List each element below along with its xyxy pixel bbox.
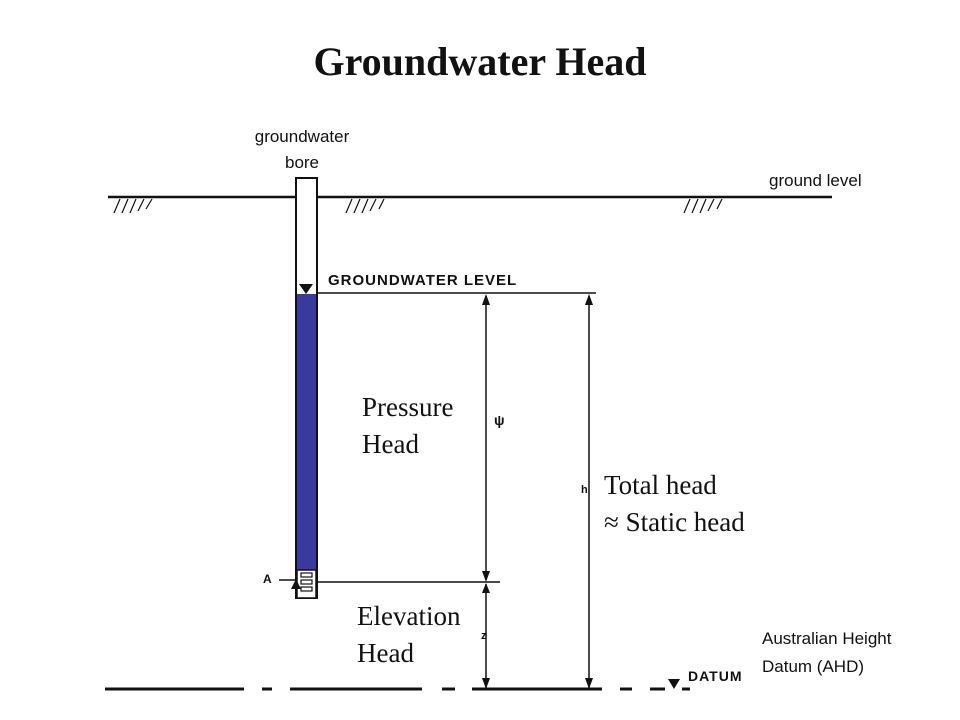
bore-label: groundwater bore: [254, 127, 350, 172]
pressure-head-arrow-top: [482, 294, 490, 305]
total-head-arrow-top: [585, 294, 593, 305]
diagram-title: Groundwater Head: [313, 39, 647, 84]
z-symbol: z: [481, 630, 487, 642]
ground-level-label: ground level: [769, 171, 862, 190]
groundwater-level-label: GROUNDWATER LEVEL: [328, 272, 518, 289]
psi-symbol: ψ: [494, 412, 505, 428]
bore-screen: [296, 569, 317, 599]
h-symbol: h: [581, 484, 588, 496]
point-a-label: A: [263, 572, 272, 586]
pressure-head-arrow-bottom: [482, 571, 490, 582]
water-level-marker-icon: [299, 284, 313, 294]
elevation-head-arrow-top: [482, 583, 490, 593]
datum-label: DATUM: [688, 668, 743, 684]
elevation-head-label: Elevation Head: [357, 601, 461, 668]
datum-marker-icon: [668, 679, 680, 689]
bore-water-column: [297, 294, 316, 570]
ground-hatching: [113, 198, 723, 214]
elevation-head-arrow-bottom: [482, 678, 490, 689]
pressure-head-label: Pressure Head: [362, 392, 454, 459]
total-head-arrow-bottom: [585, 678, 593, 689]
ahd-label: Australian Height Datum (AHD): [762, 629, 892, 676]
total-head-label: Total head ≈ Static head: [604, 470, 745, 537]
